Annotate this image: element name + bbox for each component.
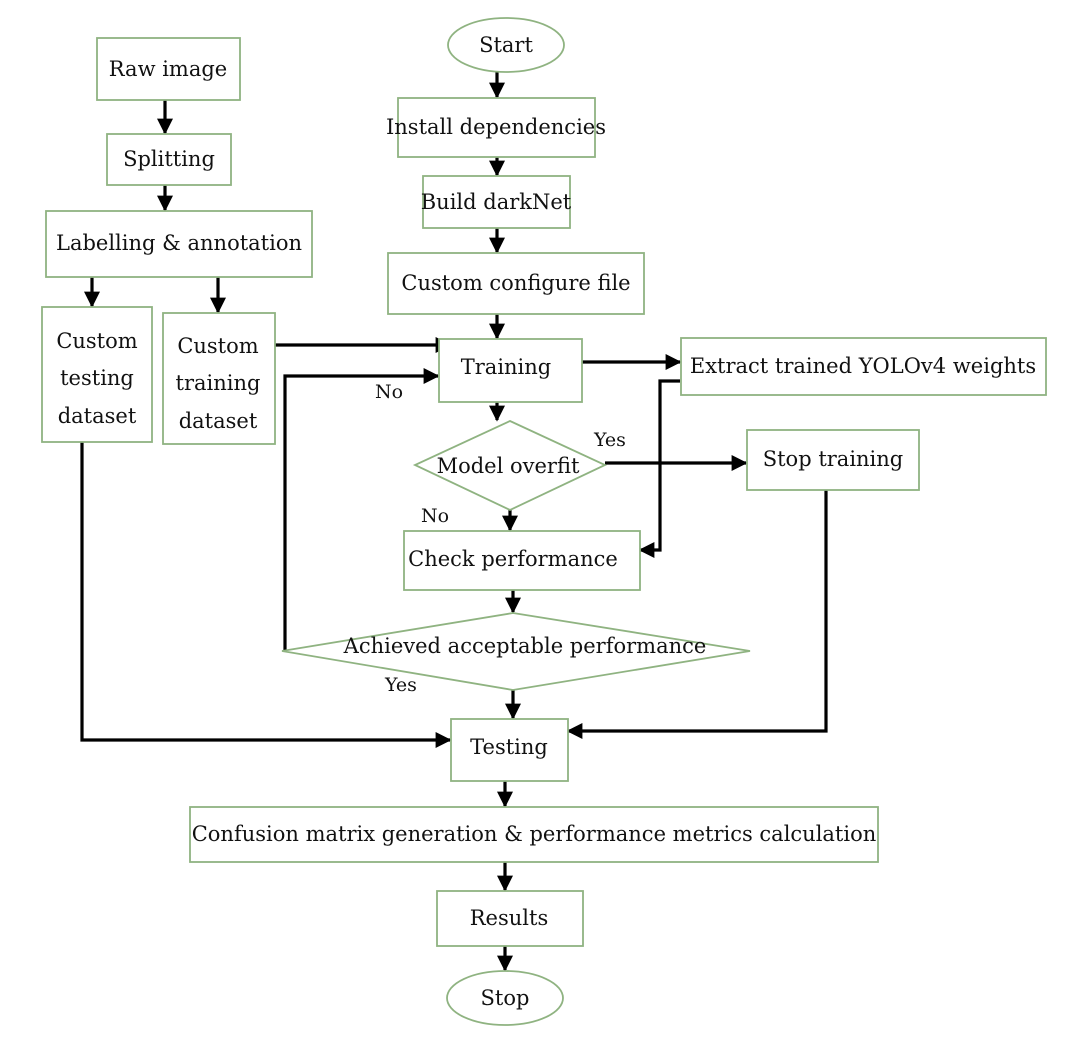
node-testing-label: Testing	[470, 735, 548, 759]
node-overfit-label: Model overfit	[437, 454, 580, 478]
node-stop-training: Stop training	[746, 429, 920, 491]
node-stop-label: Stop	[481, 986, 530, 1010]
node-install-dependencies: Install dependencies	[386, 97, 606, 158]
node-confusion-matrix: Confusion matrix generation & performanc…	[189, 806, 879, 863]
node-install-label: Install dependencies	[386, 115, 606, 139]
node-stop-training-label: Stop training	[763, 447, 904, 471]
node-stop: Stop	[446, 970, 564, 1026]
node-custom-testing-dataset: Custom testing dataset	[41, 306, 153, 443]
node-config-label: Custom configure file	[401, 271, 630, 295]
edge-label-loop-no: No	[375, 381, 403, 403]
node-start-label: Start	[479, 33, 533, 57]
node-achieved-performance: Achieved acceptable performance	[281, 612, 751, 691]
node-training-label: Training	[461, 355, 552, 379]
edge-achieved-no-loop-to-training	[283, 368, 440, 650]
node-custom-configure-file: Custom configure file	[387, 252, 645, 315]
node-training-dataset-line-2: training	[176, 371, 261, 395]
node-training-dataset-line-3: dataset	[179, 409, 258, 433]
node-achieved-label: Achieved acceptable performance	[343, 634, 707, 658]
node-raw-image-label: Raw image	[109, 57, 227, 81]
node-testing-dataset-line-1: Custom	[56, 329, 137, 353]
node-labelling: Labelling & annotation	[45, 210, 313, 278]
node-start: Start	[447, 17, 565, 73]
node-model-overfit: Model overfit	[412, 420, 608, 511]
node-check-label: Check performance	[408, 547, 618, 571]
node-custom-training-dataset: Custom training dataset	[162, 312, 276, 445]
node-testing: Testing	[450, 718, 569, 782]
node-splitting: Splitting	[106, 133, 232, 186]
node-extract-label: Extract trained YOLOv4 weights	[690, 354, 1036, 378]
edges	[80, 72, 828, 972]
node-build-label: Build darkNet	[421, 190, 572, 214]
edge-label-overfit-no: No	[421, 505, 449, 527]
node-testing-dataset-line-3: dataset	[58, 404, 137, 428]
node-extract-weights: Extract trained YOLOv4 weights	[680, 337, 1047, 396]
node-results-label: Results	[470, 906, 548, 930]
edge-stop-training-to-testing	[566, 490, 828, 739]
edge-extract-to-check	[638, 379, 680, 558]
edge-labels: Yes No No Yes	[375, 381, 626, 696]
edge-label-achieved-yes: Yes	[384, 674, 417, 696]
node-training-dataset-line-1: Custom	[177, 334, 258, 358]
node-labelling-label: Labelling & annotation	[56, 231, 302, 255]
node-testing-dataset-line-2: testing	[60, 366, 134, 390]
node-build-darknet: Build darkNet	[421, 175, 572, 229]
node-confusion-label: Confusion matrix generation & performanc…	[192, 822, 877, 846]
nodes: Raw image Splitting Labelling & annotati…	[41, 17, 1047, 1026]
node-splitting-label: Splitting	[123, 147, 215, 171]
node-check-performance: Check performance	[403, 530, 641, 591]
node-training: Training	[438, 338, 583, 403]
edge-testing-dataset-to-testing	[80, 442, 452, 748]
edge-label-overfit-yes: Yes	[593, 429, 626, 451]
node-results: Results	[436, 890, 584, 947]
node-raw-image: Raw image	[96, 37, 241, 101]
